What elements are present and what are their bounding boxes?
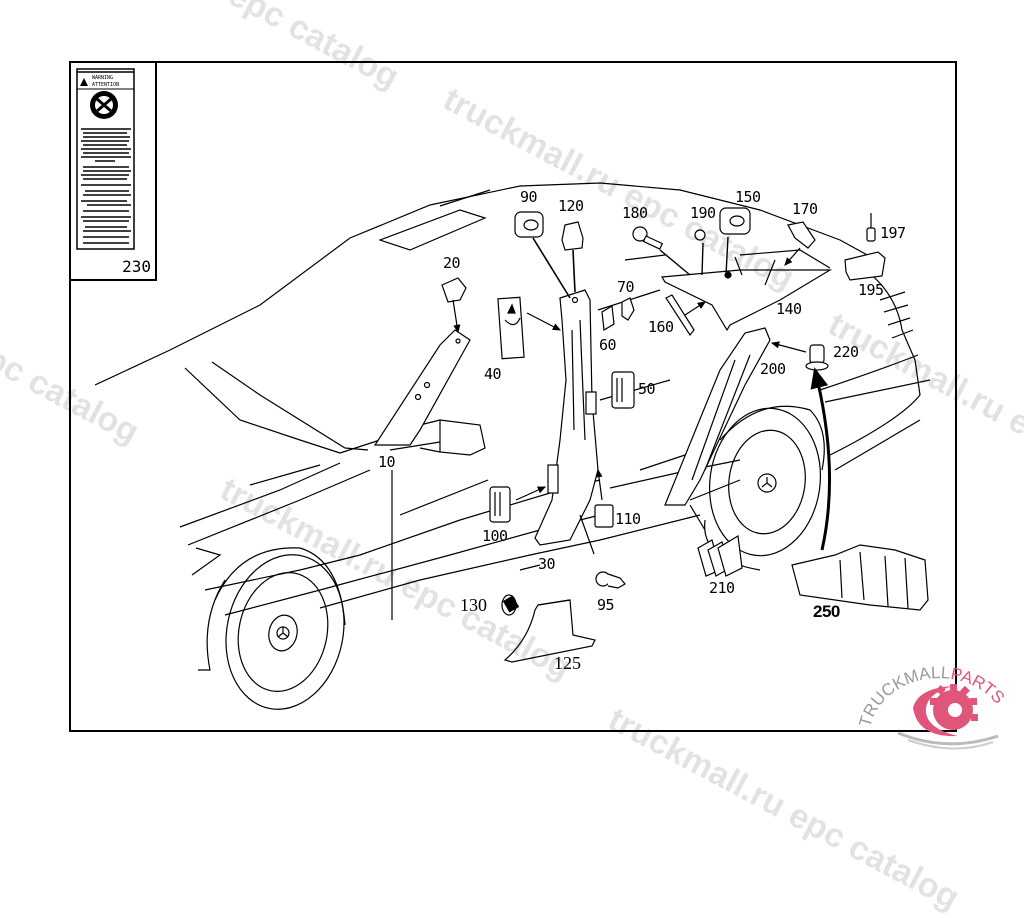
callout-20[interactable]: 20 — [443, 254, 461, 272]
diagram-frame — [69, 61, 957, 732]
part-bracket-195[interactable] — [844, 251, 886, 281]
callout-70[interactable]: 70 — [617, 278, 635, 296]
callout-30[interactable]: 30 — [538, 555, 556, 573]
callout-150[interactable]: 150 — [735, 188, 761, 206]
part-clip-70[interactable] — [621, 297, 635, 321]
part-grab-strip-160[interactable] — [665, 294, 707, 337]
callout-125[interactable]: 125 — [554, 653, 581, 673]
callout-50[interactable]: 50 — [638, 380, 656, 398]
callout-95[interactable]: 95 — [597, 596, 615, 614]
callout-195[interactable]: 195 — [858, 281, 884, 299]
part-bracket-120[interactable] — [561, 221, 584, 293]
sunroof-outline — [378, 209, 487, 251]
part-bracket-170[interactable] — [784, 221, 816, 266]
part-roof-trim-140[interactable] — [660, 249, 833, 332]
part-grommet-130[interactable] — [501, 594, 520, 616]
callout-60[interactable]: 60 — [599, 336, 617, 354]
callout-130[interactable]: 130 — [460, 595, 487, 615]
truckmallparts-logo: TRUCKMALLPARTS — [858, 663, 1008, 750]
callout-250[interactable]: 250 — [813, 602, 840, 621]
callout-220[interactable]: 220 — [833, 343, 859, 361]
part-cover-90[interactable] — [514, 211, 571, 299]
parts-layer — [373, 207, 929, 663]
legend-box: WARNING ATTENTION 230 — [69, 61, 157, 281]
gear-icon — [897, 684, 999, 750]
part-screw-180[interactable] — [632, 226, 691, 276]
callout-197[interactable]: 197 — [880, 224, 906, 242]
callout-10[interactable]: 10 — [378, 453, 396, 471]
part-a-pillar-trim[interactable] — [373, 329, 471, 446]
callout-180[interactable]: 180 — [622, 204, 648, 222]
part-vent-50[interactable] — [611, 371, 635, 409]
part-c-pillar-trim-200[interactable] — [664, 327, 771, 506]
part-sill-trim-125[interactable] — [503, 599, 596, 663]
callout-200[interactable]: 200 — [760, 360, 786, 378]
part-screw-95[interactable] — [579, 514, 626, 589]
roof-line — [94, 182, 881, 386]
part-clip-190[interactable] — [694, 229, 706, 276]
part-pad-210[interactable] — [689, 504, 743, 577]
windshield-lower — [184, 367, 341, 454]
part-b-pillar-trim-30[interactable] — [534, 289, 599, 546]
callout-170[interactable]: 170 — [792, 200, 818, 218]
callout-100[interactable]: 100 — [482, 527, 508, 545]
callout-230[interactable]: 230 — [122, 257, 151, 276]
callout-110[interactable]: 110 — [615, 510, 641, 528]
part-clip-110[interactable] — [594, 468, 614, 528]
part-pin-197[interactable] — [866, 213, 876, 242]
part-belt-cover-40[interactable] — [497, 296, 562, 360]
callout-120[interactable]: 120 — [558, 197, 584, 215]
part-clip-60[interactable] — [601, 305, 615, 331]
part-wheel-arch-liner-250[interactable] — [791, 367, 929, 611]
warning-label-icon: WARNING ATTENTION — [76, 68, 135, 250]
warning-heading: WARNING — [92, 75, 113, 81]
callout-140[interactable]: 140 — [776, 300, 802, 318]
callout-40[interactable]: 40 — [484, 365, 502, 383]
logo-text: TRUCKMALLPARTS — [858, 663, 1008, 729]
attention-heading: ATTENTION — [92, 82, 119, 88]
part-vent-100[interactable] — [489, 486, 547, 523]
callout-190[interactable]: 190 — [690, 204, 716, 222]
callout-210[interactable]: 210 — [709, 579, 735, 597]
callout-90[interactable]: 90 — [520, 188, 538, 206]
part-clip-20[interactable] — [441, 277, 467, 334]
part-cover-150[interactable] — [719, 207, 751, 276]
callout-160[interactable]: 160 — [648, 318, 674, 336]
